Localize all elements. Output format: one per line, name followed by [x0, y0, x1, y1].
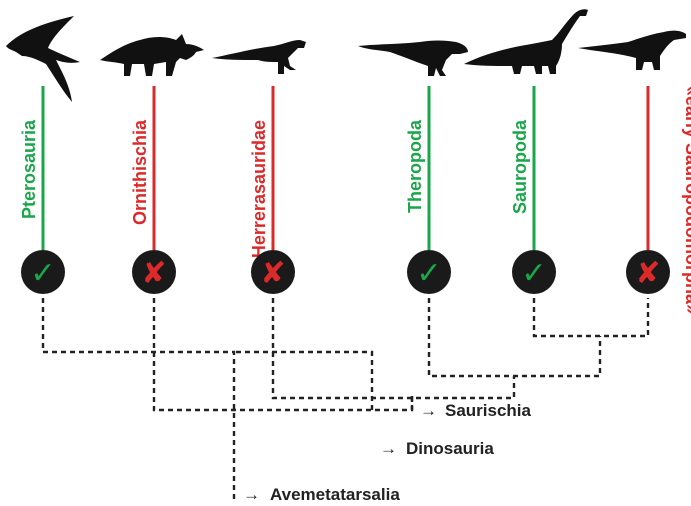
theropod-icon: [358, 41, 468, 77]
dashed-tree: [43, 298, 648, 500]
ceratopsian-icon: [100, 34, 204, 76]
taxon-label: Pterosauria: [19, 119, 39, 219]
avemetatarsalia-label: Avemetatarsalia: [270, 485, 400, 504]
taxon-label: Sauropoda: [510, 119, 530, 214]
cross-icon: ✘: [141, 256, 166, 291]
node-dinosauria: → Dinosauria: [380, 439, 494, 458]
early-sauropodomorph-icon: [578, 31, 686, 70]
check-icon: ✓: [416, 256, 441, 291]
taxon-label: Ornithischia: [130, 119, 150, 225]
node-saurischia: → Saurischia: [420, 401, 532, 420]
taxa-group: Pterosauria✓Ornithischia✘Herrerasauridae…: [19, 86, 691, 314]
node-avemetatarsalia: → Avemetatarsalia: [243, 485, 400, 504]
avemetatarsalia-arrow: →: [243, 485, 260, 504]
check-icon: ✓: [30, 256, 55, 291]
taxon-label: «early Sauropodomorpha»: [682, 86, 691, 314]
dinosauria-label: Dinosauria: [406, 439, 494, 458]
saurischia-label: Saurischia: [445, 401, 532, 420]
dinosauria-arrow: →: [380, 439, 397, 458]
saurischia-arrow: →: [420, 401, 437, 420]
taxon-label: Herrerasauridae: [249, 120, 269, 258]
cross-icon: ✘: [635, 256, 660, 291]
sauropod-icon: [464, 9, 588, 74]
cross-icon: ✘: [260, 256, 285, 291]
herrerasaur-icon: [212, 40, 306, 74]
check-icon: ✓: [521, 256, 546, 291]
taxon-label: Theropoda: [405, 119, 425, 213]
